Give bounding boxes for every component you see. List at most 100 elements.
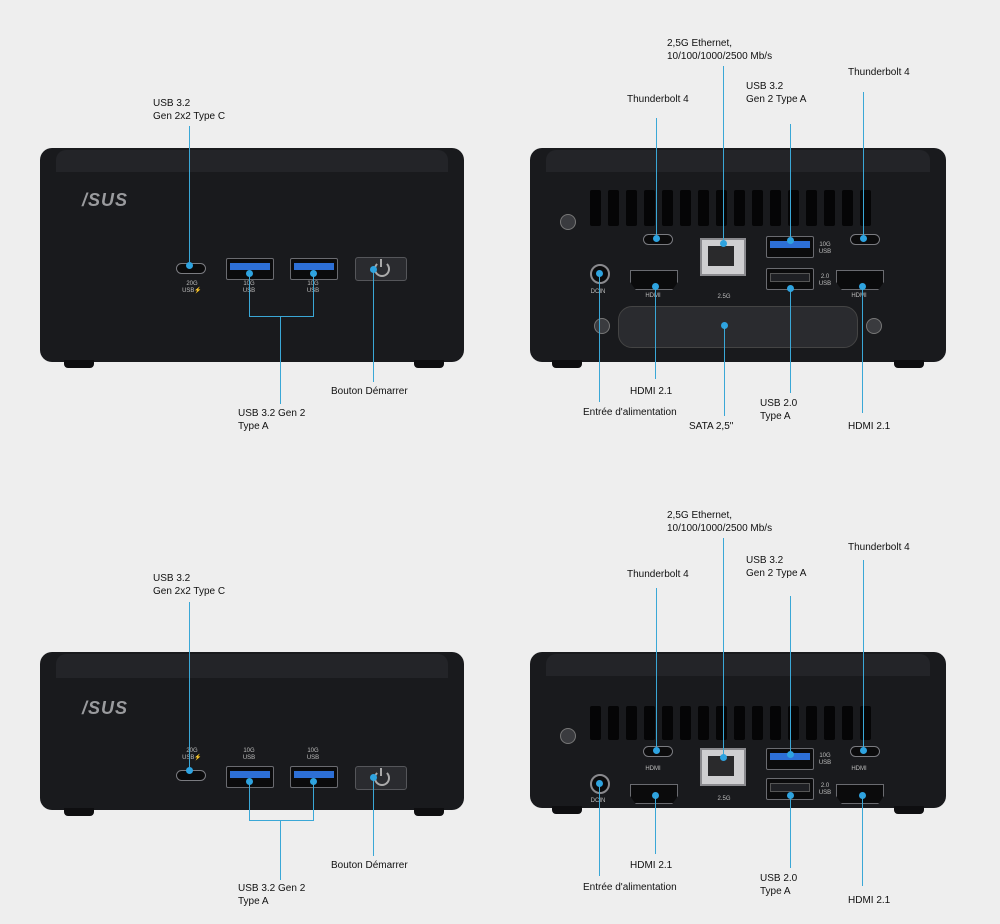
dot-power bbox=[370, 774, 377, 781]
dcin-mark: DCIN bbox=[590, 289, 606, 295]
ethernet-port bbox=[700, 238, 746, 276]
dot-usb-c bbox=[186, 767, 193, 774]
hdmi-mark-right: HDMI bbox=[851, 766, 867, 772]
leader-usb-a bbox=[280, 316, 281, 404]
leader-power bbox=[373, 270, 374, 382]
foot bbox=[414, 360, 444, 368]
leader-sata bbox=[724, 326, 725, 416]
leader-tb4-left bbox=[656, 118, 657, 238]
label-usb32-typea: USB 3.2 Gen 2 Type A bbox=[746, 81, 807, 105]
dot-usb-a-1 bbox=[246, 270, 253, 277]
leader-hdmi-right bbox=[862, 287, 863, 413]
dot-usb-a-2 bbox=[310, 270, 317, 277]
usb-a-port-1 bbox=[226, 766, 274, 788]
leader-usb-a bbox=[313, 782, 314, 820]
label-tb4-right: Thunderbolt 4 bbox=[848, 67, 910, 78]
foot bbox=[894, 360, 924, 368]
label-hdmi-right: HDMI 2.1 bbox=[848, 895, 891, 906]
usb-a-mark-1: 10G USB bbox=[242, 748, 256, 761]
dot-tb4-left bbox=[653, 747, 660, 754]
power-button bbox=[355, 257, 407, 281]
hdmi-mark-right: HDMI bbox=[851, 293, 867, 299]
leader-power-in bbox=[599, 784, 600, 876]
label-power-in: Entrée d'alimentation bbox=[583, 882, 677, 893]
leader-usb20 bbox=[790, 796, 791, 868]
leader-ethernet bbox=[723, 66, 724, 242]
leader-usb-a bbox=[249, 820, 314, 821]
usb-a-mark-2: 10G USB bbox=[306, 748, 320, 761]
screw bbox=[866, 318, 882, 334]
usb20-mark: 2.0 USB bbox=[818, 783, 832, 796]
foot bbox=[552, 360, 582, 368]
leader-tb4-right bbox=[863, 92, 864, 238]
usb-c-mark: 20G USB⚡ bbox=[182, 281, 202, 294]
foot bbox=[414, 808, 444, 816]
label-sata: SATA 2,5" bbox=[689, 421, 734, 432]
dot-usb32 bbox=[787, 751, 794, 758]
leader-usb-a bbox=[280, 820, 281, 880]
label-hdmi-left: HDMI 2.1 bbox=[630, 386, 673, 397]
label-tb4-right: Thunderbolt 4 bbox=[848, 542, 910, 553]
dot-sata bbox=[721, 322, 728, 329]
label-power: Bouton Démarrer bbox=[331, 860, 408, 871]
leader-usb32 bbox=[790, 124, 791, 240]
hdmi-mark-left: HDMI bbox=[645, 293, 661, 299]
sata-bay-cover bbox=[618, 306, 858, 348]
nuc-front-lid bbox=[56, 150, 448, 172]
usb-a-port-1 bbox=[226, 258, 274, 280]
asus-logo: /SUS bbox=[82, 698, 129, 718]
leader-usb32 bbox=[790, 596, 791, 752]
usb-c-mark: 20G USB⚡ bbox=[182, 748, 202, 761]
leader-usb-a bbox=[249, 782, 250, 820]
dot-tb4-left bbox=[653, 235, 660, 242]
usb10g-mark: 10G USB bbox=[818, 242, 832, 255]
dot-ethernet bbox=[720, 240, 727, 247]
dot-usb-a-2 bbox=[310, 778, 317, 785]
dot-hdmi-left bbox=[652, 792, 659, 799]
front-view-tall: /SUS 20G USB⚡ 10G USB 10G USB USB 3.2 Ge… bbox=[0, 0, 500, 462]
front-view-slim: /SUS 20G USB⚡ 10G USB 10G USB USB 3.2 Ge… bbox=[0, 462, 500, 924]
dot-hdmi-right bbox=[859, 283, 866, 290]
dot-tb4-right bbox=[860, 235, 867, 242]
leader-ethernet bbox=[723, 538, 724, 756]
screw bbox=[594, 318, 610, 334]
usb-a-port-2 bbox=[290, 766, 338, 788]
foot bbox=[552, 806, 582, 814]
dot-hdmi-right bbox=[859, 792, 866, 799]
label-usb32-typea: USB 3.2 Gen 2 Type A bbox=[746, 555, 807, 579]
vent-grille bbox=[590, 190, 871, 226]
label-usb20: USB 2.0 Type A bbox=[760, 398, 798, 422]
leader-tb4-right bbox=[863, 560, 864, 748]
leader-usb-a bbox=[249, 316, 314, 317]
leader-hdmi-left bbox=[655, 287, 656, 379]
dot-usb32 bbox=[787, 237, 794, 244]
ethernet-port bbox=[700, 748, 746, 786]
usb20-rear-port bbox=[766, 268, 814, 290]
dot-usb-a-1 bbox=[246, 778, 253, 785]
vent-grille bbox=[590, 706, 871, 740]
leader-hdmi-left bbox=[655, 796, 656, 854]
kensington-screw bbox=[560, 728, 576, 744]
dot-ethernet bbox=[720, 754, 727, 761]
label-ethernet: 2,5G Ethernet, 10/100/1000/2500 Mb/s bbox=[667, 38, 773, 62]
dcin-mark: DCIN bbox=[590, 798, 606, 804]
rear-view-tall: 2.5G 10G USB 2.0 USB HDMI HDMI DCIN 2,5G… bbox=[500, 0, 1000, 462]
hdmi-mark-left: HDMI bbox=[645, 766, 661, 772]
label-usb-c: USB 3.2 Gen 2x2 Type C bbox=[153, 98, 226, 122]
leader-tb4-left bbox=[656, 588, 657, 748]
label-usb-c: USB 3.2 Gen 2x2 Type C bbox=[153, 573, 226, 597]
label-usb-a: USB 3.2 Gen 2 Type A bbox=[238, 883, 306, 907]
usb20-mark: 2.0 USB bbox=[818, 274, 832, 287]
dot-usb20 bbox=[787, 792, 794, 799]
lan-mark: 2.5G bbox=[717, 294, 731, 300]
label-power: Bouton Démarrer bbox=[331, 386, 408, 397]
lan-mark: 2.5G bbox=[717, 796, 731, 802]
asus-logo: /SUS bbox=[82, 190, 129, 210]
leader-usb-c bbox=[189, 602, 190, 770]
nuc-rear-lid bbox=[546, 150, 930, 172]
foot bbox=[64, 808, 94, 816]
nuc-front-lid bbox=[56, 654, 448, 678]
nuc-rear-lid bbox=[546, 654, 930, 676]
label-usb-a: USB 3.2 Gen 2 Type A bbox=[238, 408, 306, 432]
label-ethernet: 2,5G Ethernet, 10/100/1000/2500 Mb/s bbox=[667, 510, 773, 534]
